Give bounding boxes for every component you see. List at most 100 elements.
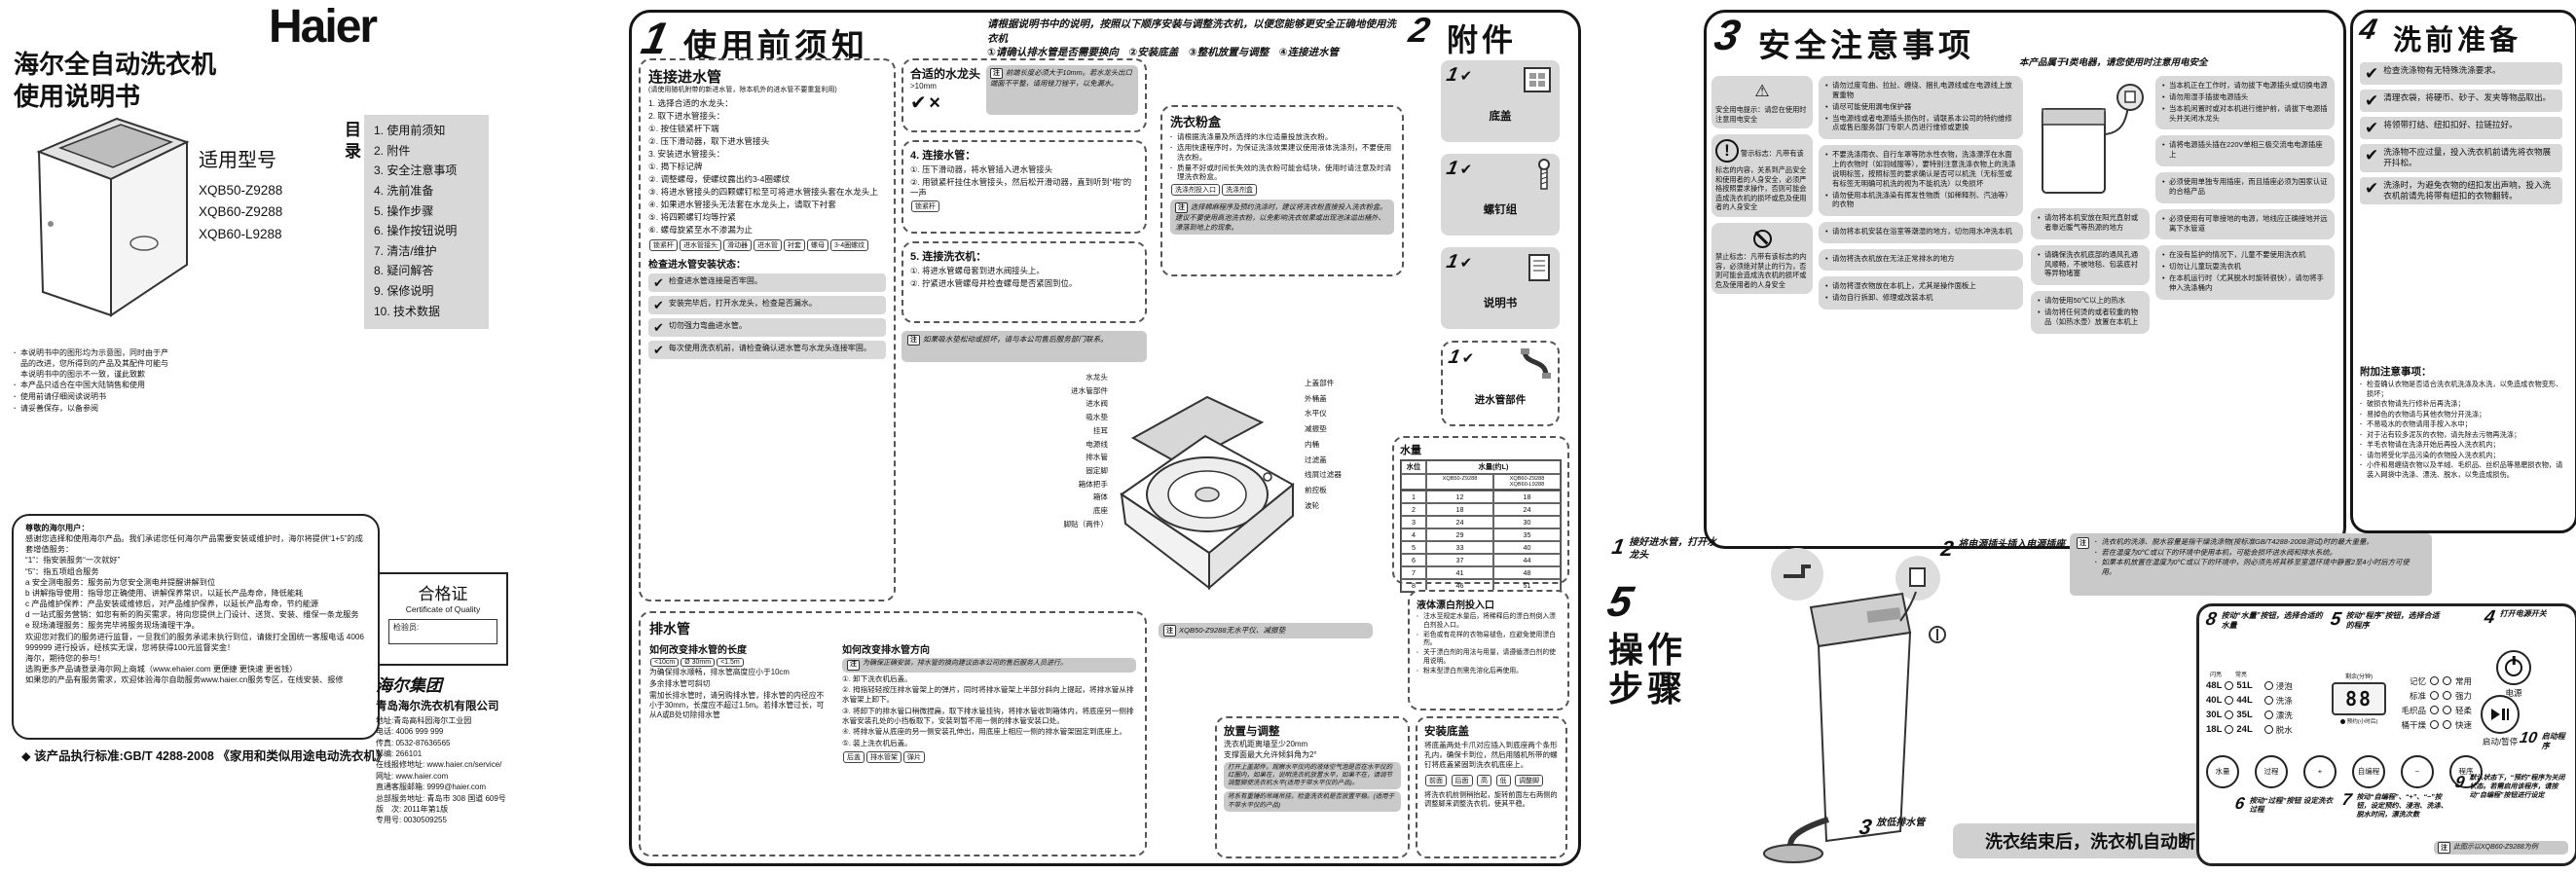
note-tag: 注 [847,660,860,671]
part-name: 吸水垫 [1086,413,1108,422]
program-row: 记忆 常用 [2393,674,2486,688]
phase-label: 洗涤 [2275,695,2293,706]
water-amount-cell: 18 [1426,503,1493,516]
bleach-bullets: 注水至规定水量后，将稀释后的漂白剂倒入漂白剂投入口。彩色或有花样的衣物易褪色，应… [1417,613,1561,676]
size-label: <1.5m [717,658,744,667]
operation-notes: 洗衣机的洗涤、脱水容量是指干燥洗涤物(按标准GB/T4288-2008测试)时的… [2095,537,2416,578]
letter-line: 欢迎您对我们的服务进行监督，一旦我们的服务承诺未执行到位，请拨打全国统一客服电话… [25,632,364,652]
toc-item: 7. 清洁/维护 [374,243,437,258]
part-name: 内桶 [1305,439,1320,449]
safety-box: 请勿将本机安放在阳光直射或者靠近暖气等热源的地方 [2031,208,2150,239]
check-icon: ✔ [653,319,664,335]
step-8: 8 按动“水量”按钮，选择合适的水量 [2204,609,2323,631]
step-number: 9 [2453,773,2467,791]
safety-box: 请勿使用50℃以上的热水 请勿将任何烫的或者较重的物品（如热水壶）放置在本机上 [2031,291,2150,334]
note-tag: 注 [1175,202,1188,214]
safety-bullet: 必须使用单独专用插座，而且插座必须为国家认证的合格产品 [2161,177,2329,197]
inlet-step: 3. 安装进水管接头： [648,148,725,159]
indicator-lamp-icon [2443,720,2451,729]
accessory-item-bottom-cover: 1 ✔ 底盖 [1441,60,1560,142]
drain-note: 为确保正确安装，排水管的换向建议由本公司的售后服务人员进行。 [863,660,1067,667]
water-amount-cell: 48 [1493,566,1561,579]
drain-steps: ①. 卸下洗衣机后盖。②. 拇指轻轻按压排水管架上的弹片，同时将排水管架上半部分… [842,674,1136,748]
letter-line: e 现场清理服务：服务完毕将服务现场清理干净。 [25,621,200,631]
checklist-row: ✔ 切勿强力弯曲进水管。 [648,317,886,337]
company-info-line: 传真: 0532-87636565 [376,738,451,747]
operation-machine-illustration [1763,548,1946,863]
step-number: 4 [2483,607,2497,628]
safety-bullet: 当本机闲置时或对本机进行维护前，请拔下电源插头并关闭水龙头 [2161,104,2329,124]
part-name: 外桶盖 [1305,393,1327,403]
program-name-left: 桶干燥 [2401,719,2426,730]
bleach-bullet: 注水至规定水量后，将稀释后的漂白剂倒入漂白剂投入口。 [1417,613,1561,631]
water-level-cell: 3 [1401,516,1426,528]
indicator-lamp-icon [2430,706,2439,714]
inlet-step: ⑤. 将四颗螺钉均等拧紧 [648,211,736,222]
water-amount-cell: 30 [1493,516,1561,528]
program-row: 标准 强力 [2393,688,2486,703]
power-button [2496,650,2531,685]
program-name-left: 毛织品 [2401,705,2426,715]
model-number: XQB60-Z9288 [199,204,283,220]
toc-label: 目录 [342,121,360,164]
prewash-check-row: ✔ 检查洗涤物有无特殊洗涤要求。 [2360,62,2562,85]
prewash-check-text: 洗涤物不应过量，投入洗衣机前请先将衣物展开抖松。 [2383,147,2552,168]
safety-bullet: 必须使用有可靠接地的电源，地线应正确接地并远离下水管道 [2161,214,2329,234]
company-info-line: 版 次: 2011年第1版 [376,804,449,814]
letter-line: 感谢您选择和使用海尔产品。我们承诺您任何海尔产品需要安装或维护时，海尔将提供“1… [25,534,363,555]
program-row: 桶干燥 快速 [2393,717,2486,732]
indicator-lamp-icon [2225,681,2234,690]
faucet-note: 前端长度必须大于10mm。若水龙头出口端面不平整，请用锉刀锉平，以免漏水。 [990,68,1132,89]
detergent-labels: 洗涤剂投入口洗涤剂盒 [1170,183,1394,197]
extra-note: 检查确认衣物是否适合洗衣机洗涤及水洗，以免造成衣物变形、损坏； [2360,380,2566,398]
letter-line: “5”：指五项组合服务 [25,566,99,576]
col-header-level: 水位 [1401,460,1426,474]
part-name: 波轮 [1305,500,1320,510]
safety-bullet: 请确保洗衣机底部的通风孔通风顺畅，不被地毯、包装底衬等异物堵塞 [2037,250,2144,279]
sign-prohibit: 禁止标志：凡带有该标志的内容，必须绝对禁止的行为，否则可能会造成洗衣机的损坏或危… [1711,222,1813,295]
toc-item: 3. 安全注意事项 [374,164,458,178]
safety-bullet: 当本机正在工作时，请勿拔下电源插头或切换电源 [2161,81,2329,91]
check-icon: ✔ [2365,119,2379,137]
prewash-check-text: 将领带打结、纽扣扣好、拉链拉好。 [2383,120,2518,129]
safety-box: 必须使用单独专用插座，而且插座必须为国家认证的合格产品 [2155,172,2335,203]
water-amount-cell: 44 [1493,554,1561,566]
safety-bullet: 请尽可能使用漏电保护器 [1824,102,2017,112]
safety-bullet: 请勿自行拆卸、修理或改装本机 [1824,293,2017,303]
indicator-lamp-icon [2225,725,2234,734]
connect5-step: ②. 拧紧进水管螺母并检查螺母是否紧固到位。 [910,277,1078,288]
step-text: 启动程序 [2541,732,2565,750]
step-5: 5 按动“程序”按钮，选择合适的程序 [2329,609,2440,631]
prewash-check-row: ✔ 洗涤物不应过量，投入洗衣机前请先将衣物展开抖松。 [2360,144,2562,172]
part-name: 前控板 [1305,486,1327,495]
step-3: 3 放低排水管 [1858,815,1953,839]
panel-button: 自编程 [2352,755,2385,788]
accessory-name: 说明书 [1483,298,1518,310]
part-label: 后盖 [843,750,865,763]
placement-note1: 打开上盖部件，观察水平仪内的液体空气泡是否在水平仪的红圈内，如果在，说明洗衣机放… [1224,762,1401,790]
toc-item: 5. 操作步骤 [374,203,434,218]
safety-bullet: 请勿将任何烫的或者较重的物品（如热水壶）放置在本机上 [2037,308,2144,327]
col-header-amount: 水量(约L) [1426,460,1561,474]
water-level-steady: 44L [2236,695,2253,706]
extra-note: 不易吸水的衣物请用手按入水中； [2360,419,2566,429]
section2-title: 附件 [1447,22,1518,57]
safety-box: 请勿将湿衣物放在本机上，尤其是操作面板上 请勿自行拆卸、修理或改装本机 [1819,275,2023,310]
certificate-title: 合格证 [418,585,468,603]
bleach-bullet: 关于漂白剂的用法与用量，请遵循漂白剂的使用说明。 [1417,649,1561,667]
prewash-check-row: ✔ 将领带打结、纽扣扣好、拉链拉好。 [2360,117,2562,139]
indicator-lamp-icon [2430,676,2439,685]
check-icon: ✔ [1459,162,1473,178]
section3-note: 本产品属于Ⅰ类电器，请您使用时注意用电安全 [2019,57,2208,68]
company-info-line: 专用号: 0030509255 [376,816,447,825]
safety-bullet: 在本机运行时（尤其脱水时旋转很快），请勿将手伸入洗涤桶内 [2161,273,2329,293]
standard-note: ◆ 该产品执行标准:GB/T 4288-2008 《家用和类似用途电动洗衣机》 [21,749,388,763]
letter-line: c 产品维护保养：产品安装或维修后，对产品维护保养，以延长产品寿命，节约能源 [25,600,319,609]
